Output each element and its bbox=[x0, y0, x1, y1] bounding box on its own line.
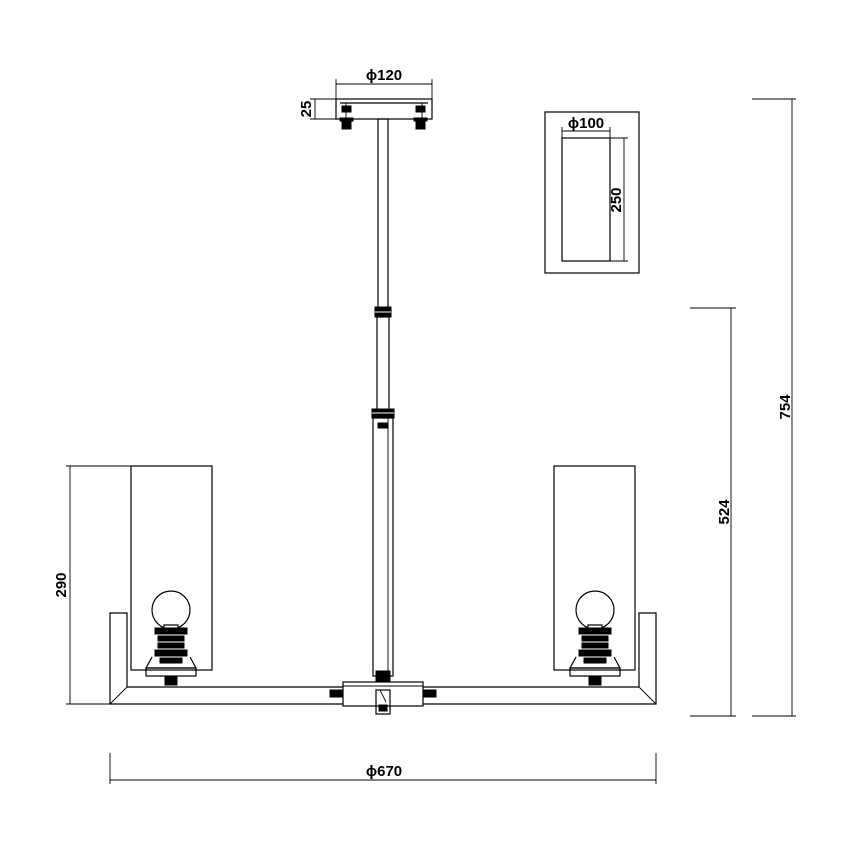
ceiling-canopy bbox=[335, 98, 433, 130]
right-socket bbox=[568, 627, 622, 686]
body-height-dimension: 524 bbox=[690, 307, 736, 717]
left-bulb bbox=[151, 590, 191, 632]
overall-diameter-dimension: ϕ670 bbox=[109, 753, 657, 784]
right-glass-shade bbox=[553, 465, 636, 671]
arm-height-dimension: 290 bbox=[53, 465, 131, 705]
canopy-height-dimension: 25 bbox=[298, 98, 336, 120]
overall-diameter-label: ϕ670 bbox=[366, 763, 402, 780]
canopy-height-label: 25 bbox=[298, 101, 315, 118]
arm-height-label: 290 bbox=[53, 572, 70, 597]
canopy-diameter-dimension: ϕ120 bbox=[335, 67, 433, 99]
shade-detail-inset: ϕ100 250 bbox=[544, 111, 640, 274]
shade-height-dimension: 250 bbox=[608, 137, 628, 262]
right-bulb bbox=[575, 590, 615, 632]
left-socket bbox=[144, 627, 198, 686]
down-rod bbox=[371, 118, 395, 682]
left-arm bbox=[109, 612, 343, 705]
canopy-diameter-label: ϕ120 bbox=[366, 67, 402, 84]
shade-diameter-label: ϕ100 bbox=[568, 115, 604, 132]
right-arm bbox=[423, 612, 657, 705]
overall-height-label: 754 bbox=[777, 394, 794, 420]
central-hub bbox=[329, 681, 437, 715]
canopy-screw-right bbox=[413, 105, 428, 130]
left-glass-shade bbox=[130, 465, 213, 671]
shade-height-label: 250 bbox=[608, 187, 625, 212]
overall-height-dimension: 754 bbox=[752, 98, 796, 717]
body-height-label: 524 bbox=[716, 499, 733, 525]
canopy-screw-left bbox=[339, 105, 354, 130]
shade-diameter-dimension: ϕ100 bbox=[561, 115, 611, 138]
